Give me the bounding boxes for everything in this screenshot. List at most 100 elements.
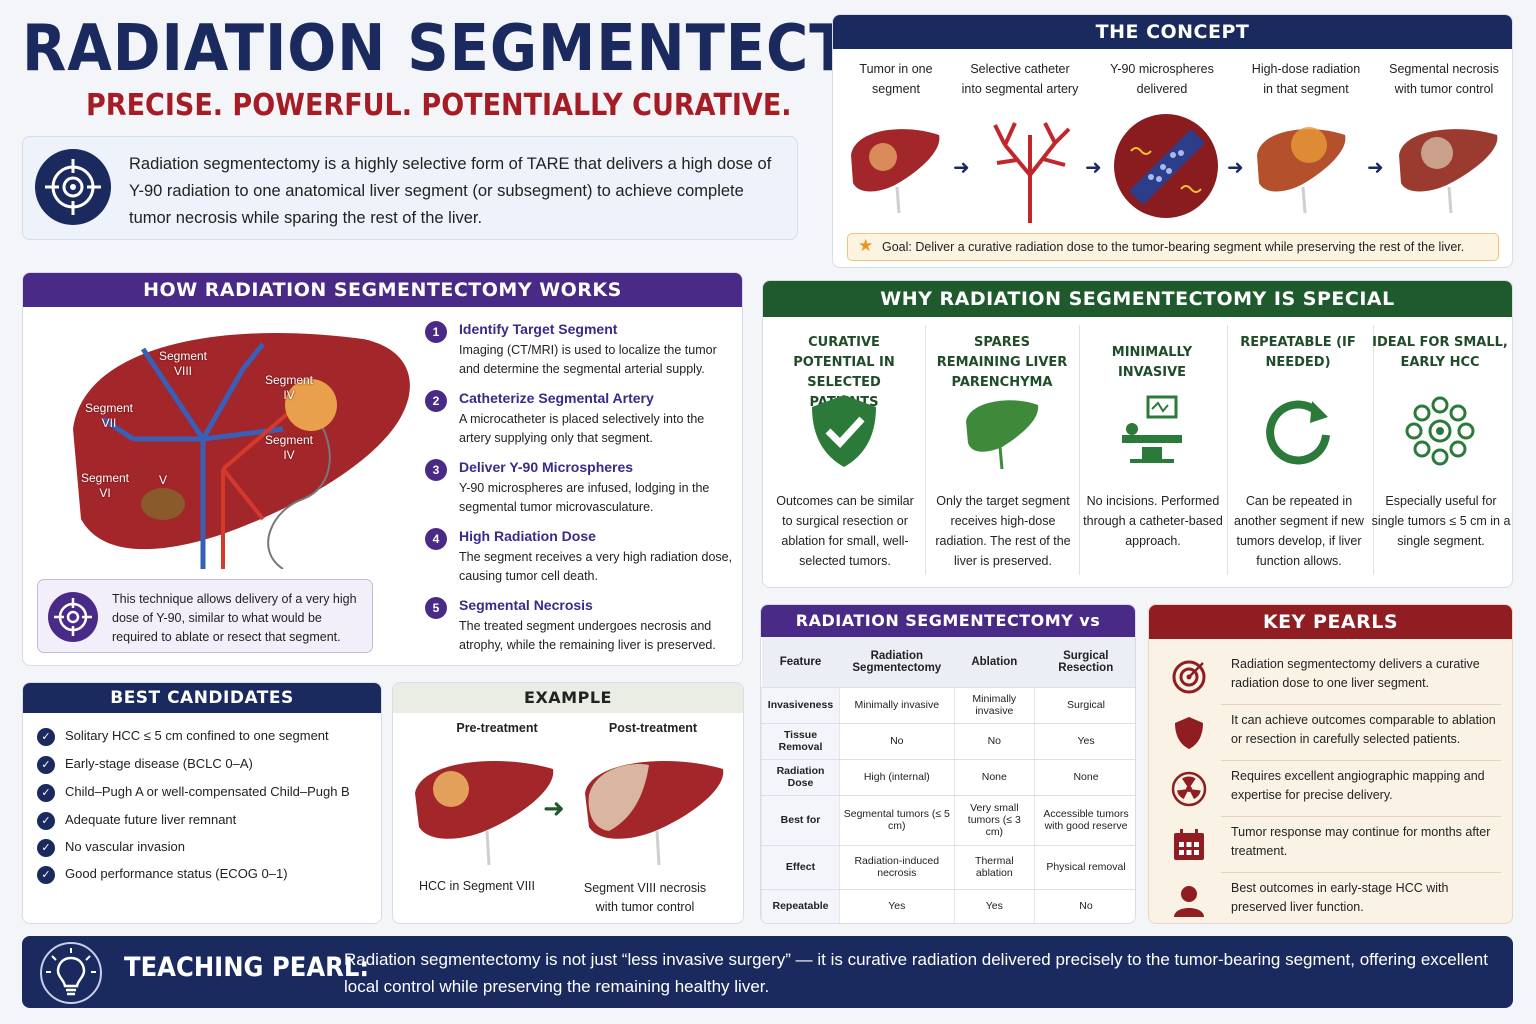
post-treatment-label: Post-treatment [608,721,698,735]
column-divider [1079,325,1080,575]
target-icon [35,149,111,225]
pre-treatment-label: Pre-treatment [456,721,538,735]
special-item-repeatable: REPEATABLE (IF NEEDED) Can be repeated i… [1234,335,1364,568]
special-item-ideal: IDEAL FOR SMALL, EARLY HCC Especially us… [1371,335,1511,548]
teaching-pearl-banner: TEACHING PEARL: Radiation segmentectomy … [22,936,1513,1008]
high-dose-liver-illustration [1257,127,1346,214]
check-icon: ✓ [37,727,55,746]
candidate-item: ✓Good performance status (ECOG 0–1) [37,864,288,884]
intro-text: Radiation segmentectomy is a highly sele… [129,155,772,227]
candidate-item: ✓Adequate future liver remnant [37,810,236,830]
calendar-icon [1174,829,1204,860]
pearl-item: Tumor response may continue for months a… [1149,817,1512,873]
pearls-title: KEY PEARLS [1149,605,1512,639]
check-icon: ✓ [37,755,55,774]
shield-icon [1175,717,1203,749]
target-icon [48,592,98,642]
candidate-item: ✓No vascular invasion [37,837,185,857]
post-treatment-liver [585,761,724,866]
liver-anatomy-illustration [73,333,410,569]
segment-label-viii: Segment VIII [158,349,208,378]
concept-title: THE CONCEPT [833,15,1512,49]
segment-label-v: V [158,473,167,487]
concept-step-2: Selective catheter into segmental artery [961,62,1079,96]
pre-treatment-liver [415,761,554,866]
lightbulb-icon [40,942,102,1004]
repeat-icon [1266,400,1330,465]
segment-label-vii: Segment VII [84,401,134,430]
pre-treatment-caption: HCC in Segment VIII [418,879,535,893]
teaching-pearl-label: TEACHING PEARL: [124,952,370,983]
pearl-item: It can achieve outcomes comparable to ab… [1149,705,1512,761]
star-icon: ★ [858,236,874,255]
necrosis-liver-illustration [1399,129,1498,214]
technique-note-text: This technique allows delivery of a very… [112,592,357,644]
intro-box: Radiation segmentectomy is a highly sele… [22,136,798,240]
comparison-table: Feature Radiation Segmentectomy Ablation… [761,637,1135,923]
key-pearls-panel: KEY PEARLS Radiation segmentectomy deliv… [1148,604,1513,924]
comparison-panel: RADIATION SEGMENTECTOMY vs OTHER OPTIONS… [760,604,1136,924]
page-tagline: PRECISE. POWERFUL. POTENTIALLY CURATIVE. [86,88,792,123]
table-header-row: Feature Radiation Segmentectomy Ablation… [761,637,1135,688]
pearl-item: Radiation segmentectomy delivers a curat… [1149,649,1512,705]
pearl-item: Requires excellent angiographic mapping … [1149,761,1512,817]
comparison-title: RADIATION SEGMENTECTOMY vs OTHER OPTIONS [761,605,1135,662]
liver-tumor-illustration [851,129,940,214]
how-title: HOW RADIATION SEGMENTECTOMY WORKS [23,273,742,307]
concept-step-3: Y-90 microspheres delivered [1110,62,1214,96]
check-icon: ✓ [37,811,55,830]
check-icon: ✓ [37,783,55,802]
special-item-spares: SPARES REMAINING LIVER PARENCHYMA Only t… [935,335,1071,568]
how-it-works-panel: HOW RADIATION SEGMENTECTOMY WORKS Segmen… [22,272,743,666]
segment-label-iv: Segment IV [264,373,314,402]
example-title: EXAMPLE [393,683,743,713]
microspheres-illustration [1114,114,1218,218]
arrow-right-icon: ➜ [543,793,565,823]
target-icon [1172,660,1206,694]
arrow-icon: ➜ [1227,157,1244,179]
candidates-title: BEST CANDIDATES [23,683,381,713]
candidate-item: ✓Child–Pugh A or well-compensated Child–… [37,782,350,802]
special-item-curative: CURATIVE POTENTIAL IN SELECTED PATIENTS … [776,335,914,568]
check-icon: ✓ [37,865,55,884]
concept-step-4: High-dose radiation in that segment [1251,62,1361,96]
candidate-item: ✓Early-stage disease (BCLC 0–A) [37,754,253,774]
segment-label-iv-lower: Segment IV [264,433,314,462]
best-candidates-panel: BEST CANDIDATES ✓Solitary HCC ≤ 5 cm con… [22,682,382,924]
technique-note: This technique allows delivery of a very… [37,579,373,653]
arrow-icon: ➜ [1085,157,1102,179]
person-icon [1174,886,1204,917]
concept-panel: THE CONCEPT Tumor in one segment Selecti… [832,14,1513,268]
concept-step-1: Tumor in one segment [859,62,933,96]
radiation-icon [1171,771,1207,807]
why-special-panel: WHY RADIATION SEGMENTECTOMY IS SPECIAL C… [762,280,1513,588]
column-divider [925,325,926,575]
pearl-item: Best outcomes in early-stage HCC with pr… [1149,873,1512,923]
candidate-item: ✓Solitary HCC ≤ 5 cm confined to one seg… [37,726,329,746]
segment-label-vi: Segment VI [80,471,130,500]
cell-cluster-icon [1405,396,1475,466]
shield-check-icon [812,395,876,467]
column-divider [1373,325,1374,575]
check-icon: ✓ [37,838,55,857]
catheter-artery-illustration [993,122,1071,223]
arrow-icon: ➜ [1367,157,1384,179]
special-item-minimally-invasive: MINIMALLY INVASIVE No incisions. Perform… [1083,345,1223,548]
column-divider [1227,325,1228,575]
example-panel: EXAMPLE Pre-treatment Post-treatment ➜ H… [392,682,744,924]
liver-icon [966,400,1039,470]
arrow-icon: ➜ [953,157,970,179]
goal-banner: ★ Goal: Deliver a curative radiation dose… [847,233,1499,261]
goal-text: Goal: Deliver a curative radiation dose … [882,240,1465,254]
teaching-pearl-text: Radiation segmentectomy is not just “les… [344,950,1488,996]
concept-step-5: Segmental necrosis with tumor control [1389,62,1499,96]
post-treatment-caption: Segment VIII necrosis with tumor control [583,881,707,914]
procedure-icon [1122,395,1182,463]
special-title: WHY RADIATION SEGMENTECTOMY IS SPECIAL [763,281,1512,317]
